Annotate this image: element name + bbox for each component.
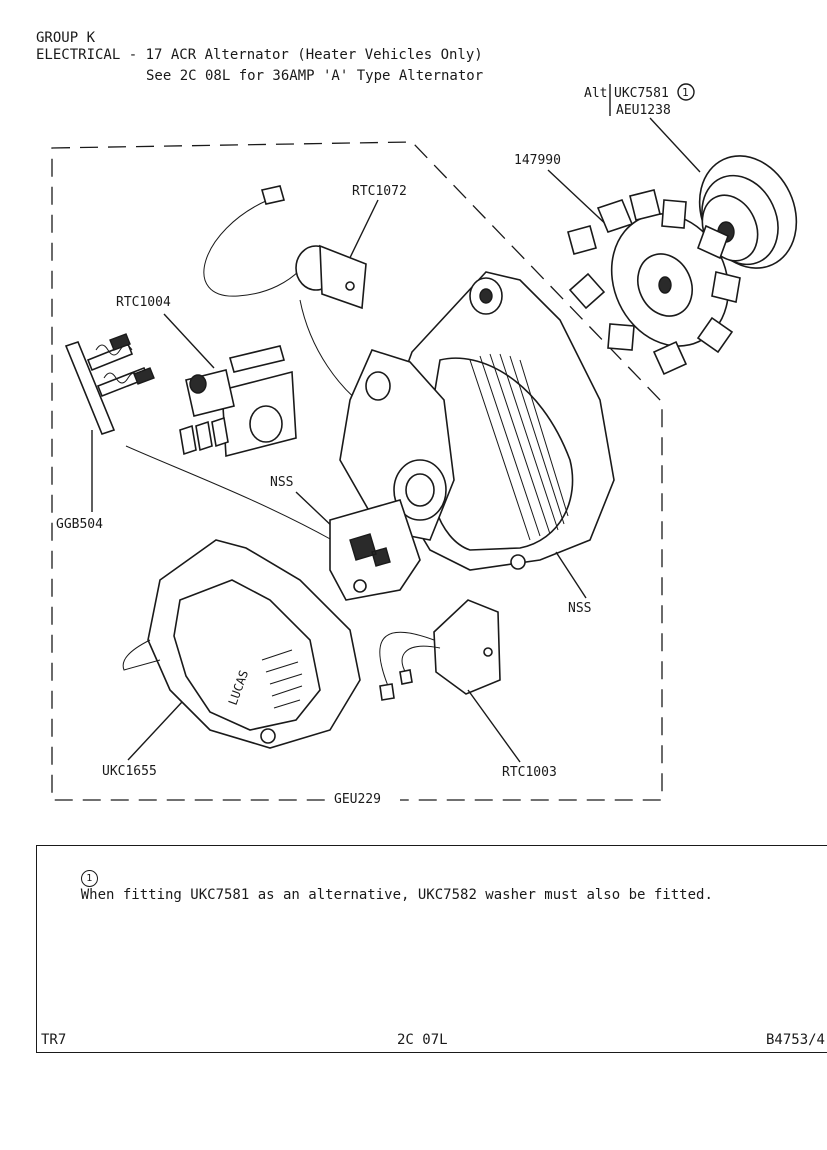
alternator-exploded-diagram: Alt UKC7581 1 AEU1238 147990 RTC1072 RTC… bbox=[51, 83, 798, 807]
page-title: ELECTRICAL - 17 ACR Alternator (Heater V… bbox=[36, 47, 483, 63]
alt-marker-number: 1 bbox=[682, 86, 689, 99]
rectifier-pack bbox=[329, 499, 421, 601]
footer-model: TR7 bbox=[41, 1032, 67, 1048]
note-line: 1 When fitting UKC7581 as an alternative… bbox=[47, 854, 713, 919]
nss-right-leader bbox=[555, 551, 587, 599]
rtc1072-leader bbox=[344, 199, 379, 269]
rtc1072-label: RTC1072 bbox=[352, 184, 407, 199]
nss-top-label: NSS bbox=[270, 475, 293, 490]
fan-part-label: 147990 bbox=[514, 153, 561, 168]
regulator bbox=[179, 345, 297, 458]
suppression-capacitor bbox=[203, 185, 367, 310]
rtc1004-label: RTC1004 bbox=[116, 295, 171, 310]
alternator-body bbox=[339, 271, 615, 571]
rtc1003-label: RTC1003 bbox=[502, 765, 557, 780]
footer-page-ref: 2C 07L bbox=[397, 1032, 448, 1048]
ukc1655-label: UKC1655 bbox=[102, 764, 157, 779]
brush-box bbox=[64, 333, 155, 435]
note-text: When fitting UKC7581 as an alternative, … bbox=[80, 887, 713, 903]
note-box: 1 When fitting UKC7581 as an alternative… bbox=[36, 845, 827, 1053]
cooling-fan bbox=[567, 189, 741, 376]
group-label: GROUP K bbox=[36, 30, 96, 46]
end-cover: LUCAS bbox=[122, 539, 361, 749]
alt-part-label: UKC7581 bbox=[614, 86, 669, 101]
assembly-boundary bbox=[51, 141, 663, 801]
footer-doc-number: B4753/4 bbox=[765, 1032, 825, 1048]
ggb504-label: GGB504 bbox=[56, 517, 103, 532]
fan-leader bbox=[547, 169, 613, 231]
rtc1003-leader bbox=[467, 689, 521, 763]
brush-wire bbox=[125, 445, 333, 541]
alt-prefix-label: Alt bbox=[584, 86, 607, 101]
page-subtitle: See 2C 08L for 36AMP 'A' Type Alternator bbox=[146, 68, 484, 84]
nss-right-label: NSS bbox=[568, 601, 591, 616]
rtc1004-leader bbox=[163, 313, 215, 369]
aeu1238-label: AEU1238 bbox=[616, 103, 671, 118]
ukc1655-leader bbox=[127, 701, 183, 761]
alt-marker-circle bbox=[677, 83, 695, 101]
note-marker: 1 bbox=[80, 870, 98, 887]
surge-diode-bracket bbox=[379, 599, 501, 701]
aeu1238-leader bbox=[649, 117, 701, 173]
geu229-label: GEU229 bbox=[334, 792, 381, 807]
